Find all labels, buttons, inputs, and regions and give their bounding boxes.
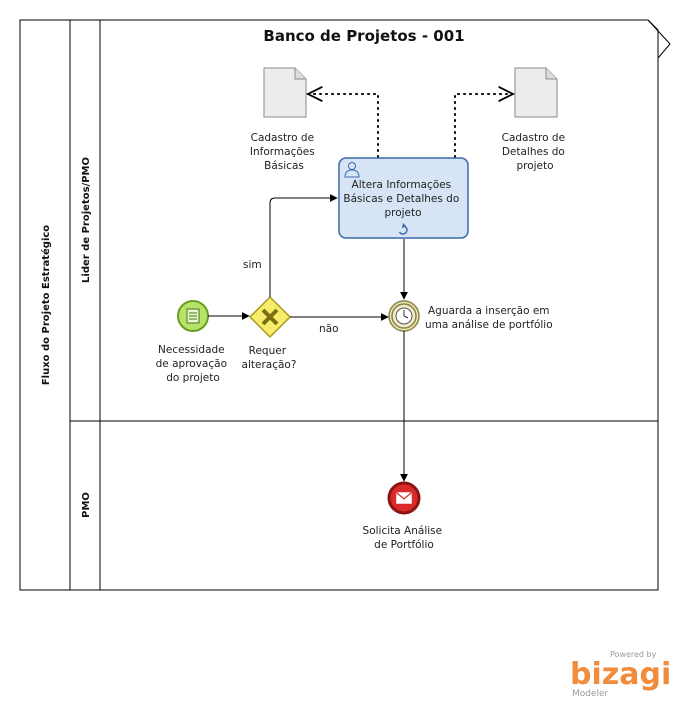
flow-gateway-yes-to-task — [269, 194, 338, 297]
gateway-label: Requer alteração? — [242, 345, 297, 371]
association-to-data-object-1 — [308, 94, 379, 158]
pool — [19, 19, 671, 591]
flow-label-sim: sim — [243, 259, 262, 271]
x-icon — [261, 308, 279, 326]
diagram-title: Banco de Projetos - 001 — [263, 27, 464, 45]
lane-label-lider: Lider de Projetos/PMO — [81, 157, 92, 283]
data-object-label-2: Cadastro de Detalhes do projeto — [502, 132, 569, 172]
lane-label-pmo: PMO — [81, 492, 92, 518]
start-event-label: Necessidade de aprovação do projeto — [156, 344, 231, 384]
brand-name: bizagi — [570, 657, 671, 692]
data-object-label-1: Cadastro de Informações Básicas — [250, 132, 318, 172]
timer-event-label: Aguarda a inserção em uma análise de por… — [425, 305, 553, 331]
bizagi-logo: Powered by bizagi Modeler — [570, 650, 671, 699]
message-document-icon — [186, 308, 200, 324]
brand-product: Modeler — [572, 689, 609, 699]
envelope-icon — [396, 492, 412, 504]
powered-by-text: Powered by — [610, 650, 657, 659]
pool-label: Fluxo do Projeto Estratégico — [40, 225, 52, 385]
task-label: Altera Informações Básicas e Detalhes do… — [343, 179, 462, 219]
data-object-informacoes-basicas[interactable] — [263, 67, 307, 118]
loop-icon — [398, 223, 408, 235]
flow-label-nao: não — [319, 323, 339, 335]
clock-icon — [395, 307, 413, 325]
end-event-label: Solicita Análise de Portfólio — [363, 525, 446, 551]
association-to-data-object-2 — [454, 94, 513, 158]
data-object-detalhes-projeto[interactable] — [514, 67, 558, 118]
task-altera-informacoes[interactable] — [338, 157, 469, 239]
user-icon — [344, 162, 360, 178]
